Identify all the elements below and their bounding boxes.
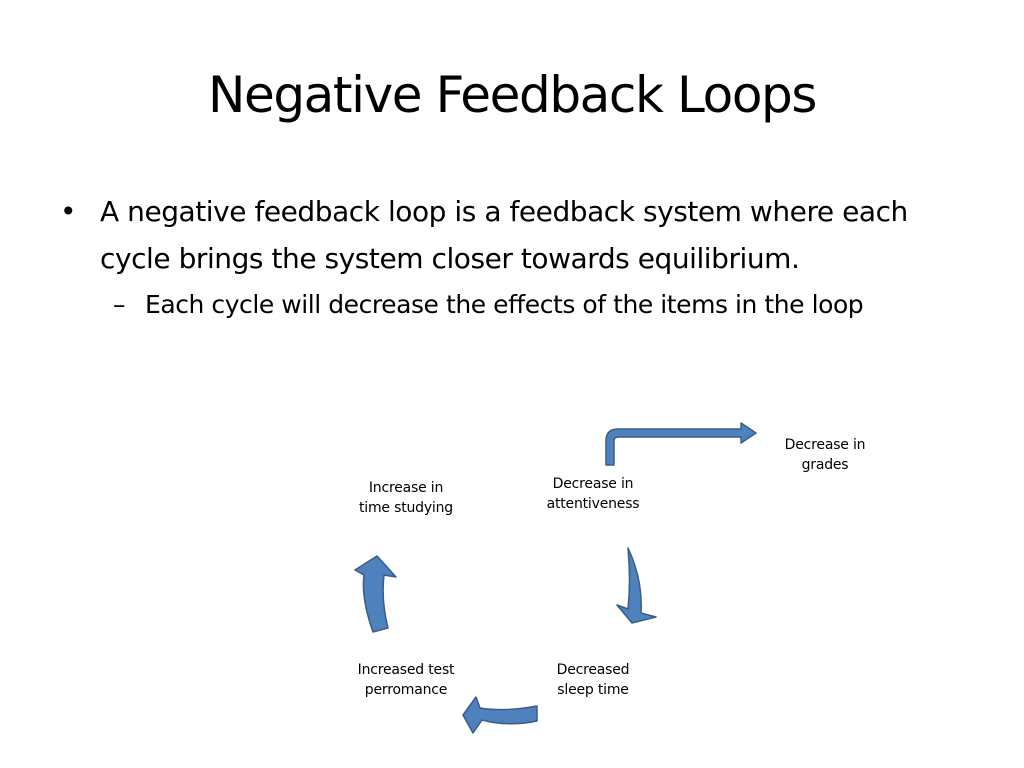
- sub-bullet-marker: –: [113, 290, 126, 319]
- sub-bullet-text: Each cycle will decrease the effects of …: [145, 290, 864, 319]
- bullet-item: • A negative feedback loop is a feedback…: [60, 188, 980, 282]
- arrow-test-to-studying: [354, 555, 397, 633]
- sub-bullet-item: – Each cycle will decrease the effects o…: [100, 286, 980, 324]
- node-increased-test-performance: Increased test perromance: [357, 662, 455, 698]
- bullet-list: • A negative feedback loop is a feedback…: [60, 188, 980, 324]
- slide-title: Negative Feedback Loops: [207, 66, 817, 124]
- arrow-to-grades: [605, 422, 757, 466]
- node-decrease-in-attentiveness: Decrease in attentiveness: [546, 476, 640, 512]
- arrow-sleep-to-test: [462, 696, 538, 734]
- arrow-attentiveness-to-sleep: [616, 547, 657, 624]
- node-decreased-sleep-time: Decreased sleep time: [556, 662, 630, 698]
- node-increase-in-time-studying: Increase in time studying: [359, 480, 453, 516]
- node-decrease-in-grades: Decrease in grades: [784, 437, 866, 473]
- bullet-marker: •: [60, 195, 77, 228]
- bullet-text: A negative feedback loop is a feedback s…: [100, 195, 908, 275]
